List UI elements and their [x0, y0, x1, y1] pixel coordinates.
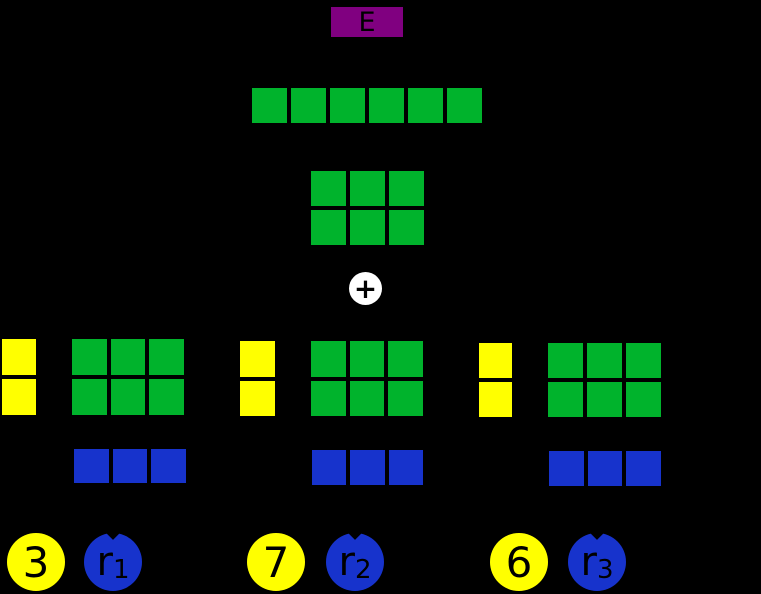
green-unit-cell [546, 380, 585, 419]
blue-unit-cell [310, 448, 349, 487]
green-unit-cell [309, 339, 348, 379]
arrow-tip-icon [106, 527, 120, 540]
unit-row-grid [250, 86, 484, 125]
green-unit-cell [328, 86, 367, 125]
coefficient-label-3: 6 [505, 537, 533, 587]
coefficient-label-1: 3 [22, 537, 50, 587]
coefficient-circle-3: 6 [490, 533, 548, 591]
arrow-tip-icon [590, 527, 604, 540]
green-unit-cell [347, 339, 387, 379]
blue-unit-cell [110, 447, 150, 485]
coefficient-block-2 [238, 339, 277, 418]
blue-unit-cell [547, 449, 586, 488]
green-unit-cell [309, 378, 348, 418]
root-node-label: E [358, 6, 376, 38]
yellow-unit-cell [477, 380, 514, 419]
yellow-unit-cell [0, 377, 38, 417]
yellow-unit-cell [477, 341, 514, 380]
green-unit-cell [546, 341, 585, 380]
vector-subscript-3: 3 [596, 554, 614, 585]
green-unit-cell [445, 86, 484, 125]
yellow-unit-cell [0, 337, 38, 377]
green-unit-cell [348, 169, 387, 208]
blue-unit-cell [348, 448, 387, 487]
green-unit-cell [70, 377, 109, 417]
coefficient-block-1 [0, 337, 38, 417]
green-unit-cell [309, 208, 348, 247]
vector-row-1 [72, 447, 188, 485]
yellow-unit-cell [238, 339, 277, 379]
plus-operator: + [349, 272, 382, 305]
vector-row-2 [310, 448, 425, 487]
green-unit-cell [367, 86, 406, 125]
vector-row-3 [547, 449, 663, 488]
blue-unit-cell [585, 449, 625, 488]
vector-subscript-1: 1 [112, 554, 130, 585]
coefficient-circle-1: 3 [7, 533, 65, 591]
root-node: E [329, 5, 405, 39]
green-unit-cell [347, 378, 387, 418]
basis-grid-1 [70, 337, 186, 417]
green-unit-cell [147, 377, 186, 417]
green-unit-cell [624, 341, 663, 380]
green-unit-cell [386, 378, 425, 418]
vector-label-3: r [580, 539, 597, 585]
green-unit-cell [386, 339, 425, 379]
green-unit-cell [585, 380, 624, 419]
vector-label-1: r [96, 539, 113, 585]
green-unit-cell [309, 169, 348, 208]
blue-unit-cell [72, 447, 111, 485]
green-unit-cell [147, 337, 186, 377]
yellow-unit-cell [238, 378, 277, 418]
green-unit-cell [406, 86, 445, 125]
green-unit-cell [387, 169, 426, 208]
coefficient-block-3 [477, 341, 514, 419]
green-unit-cell [624, 380, 663, 419]
green-unit-cell [348, 208, 387, 247]
arrow-tip-icon [348, 527, 362, 540]
green-unit-cell [250, 86, 289, 125]
green-unit-cell [289, 86, 328, 125]
sum-grid [309, 169, 426, 247]
green-unit-cell [108, 377, 148, 417]
blue-unit-cell [624, 449, 663, 488]
blue-unit-cell [386, 448, 425, 487]
blue-unit-cell [149, 447, 188, 485]
green-unit-cell [108, 337, 148, 377]
plus-operator-symbol: + [353, 271, 378, 305]
green-unit-cell [70, 337, 109, 377]
basis-grid-2 [309, 339, 425, 418]
coefficient-label-2: 7 [262, 537, 290, 587]
vector-subscript-2: 2 [354, 554, 372, 585]
coefficient-circle-2: 7 [247, 533, 305, 591]
vector-label-2: r [338, 539, 355, 585]
green-unit-cell [585, 341, 624, 380]
green-unit-cell [387, 208, 426, 247]
basis-grid-3 [546, 341, 663, 419]
